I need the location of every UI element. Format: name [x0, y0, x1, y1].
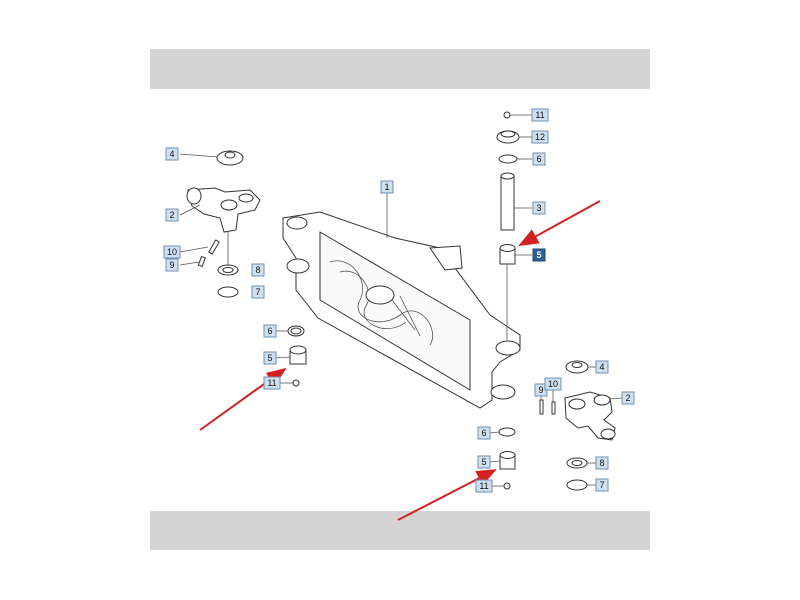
- top-cap-12: [496, 130, 520, 144]
- callout-10-left: 10: [163, 245, 181, 259]
- svg-text:5: 5: [267, 353, 272, 363]
- callout-8-left: 8: [251, 263, 265, 277]
- svg-text:11: 11: [479, 481, 488, 491]
- top-fitting-11: [503, 111, 511, 119]
- leader-lines: [179, 114, 623, 487]
- callout-2-left: 2: [165, 208, 179, 222]
- callout-5-bottom: 5: [477, 455, 491, 469]
- callout-8-right: 8: [595, 456, 609, 470]
- arrow-bottom: [397, 469, 497, 521]
- callout-9-left: 9: [165, 258, 179, 272]
- callout-4-left: 4: [165, 147, 179, 161]
- svg-text:10: 10: [548, 379, 558, 389]
- svg-text:6: 6: [267, 326, 272, 336]
- svg-text:5: 5: [481, 457, 486, 467]
- right-spindle-part: [564, 391, 616, 441]
- svg-text:7: 7: [599, 480, 604, 490]
- svg-text:5: 5: [536, 250, 541, 260]
- left-fitting-11: [292, 379, 300, 387]
- left-washer-4: [216, 150, 244, 166]
- svg-text:7: 7: [255, 287, 260, 297]
- left-spindle-part: [186, 187, 261, 233]
- svg-text:9: 9: [169, 260, 174, 270]
- bottom-seal-6: [498, 427, 516, 437]
- header-band: [150, 49, 650, 89]
- arrow-top-right: [518, 200, 601, 246]
- svg-text:8: 8: [255, 265, 260, 275]
- svg-text:4: 4: [169, 149, 174, 159]
- svg-text:4: 4: [599, 362, 604, 372]
- bottom-fitting-11: [503, 482, 511, 490]
- callout-7-left: 7: [251, 285, 265, 299]
- callout-6-bottom: 6: [477, 426, 491, 440]
- callout-11-bottom: 11: [475, 479, 493, 493]
- left-bolts-9-10: [197, 239, 220, 268]
- svg-text:2: 2: [625, 393, 630, 403]
- svg-text:6: 6: [481, 428, 486, 438]
- callout-6-top: 6: [532, 152, 546, 166]
- right-bolts-9-10: [539, 399, 556, 415]
- svg-text:9: 9: [538, 385, 543, 395]
- svg-text:2: 2: [169, 210, 174, 220]
- callout-7-right: 7: [595, 478, 609, 492]
- callout-1: 1: [380, 180, 394, 194]
- left-shim-7: [217, 286, 239, 298]
- callout-12: 12: [531, 130, 549, 144]
- king-pin-3: [500, 172, 515, 231]
- bottom-bushing-5: [499, 451, 516, 470]
- svg-text:6: 6: [536, 154, 541, 164]
- svg-text:8: 8: [599, 458, 604, 468]
- top-bushing-5: [499, 244, 516, 265]
- svg-text:1: 1: [384, 182, 389, 192]
- callout-11-top: 11: [531, 108, 549, 122]
- callout-4-right: 4: [595, 360, 609, 374]
- svg-text:12: 12: [535, 132, 545, 142]
- left-seal-6: [287, 325, 305, 337]
- svg-text:11: 11: [267, 378, 276, 388]
- left-bushing-5: [289, 345, 307, 365]
- footer-band: [150, 511, 650, 550]
- callout-3: 3: [532, 201, 546, 215]
- svg-text:3: 3: [536, 203, 541, 213]
- callout-10-right: 10: [544, 377, 562, 391]
- callout-5-right-top: 5: [532, 248, 546, 262]
- callout-11-left: 11: [263, 376, 281, 390]
- right-washer-4: [565, 360, 589, 374]
- callout-5-left: 5: [263, 351, 277, 365]
- svg-text:11: 11: [535, 110, 544, 120]
- right-washer-8: [566, 457, 588, 469]
- svg-text:10: 10: [167, 247, 177, 257]
- right-shim-7: [566, 479, 588, 491]
- axle-beam: [282, 211, 521, 409]
- left-washer-8: [217, 264, 239, 276]
- top-seal-6: [498, 154, 518, 164]
- callout-2-right: 2: [621, 391, 635, 405]
- callout-6-left: 6: [263, 324, 277, 338]
